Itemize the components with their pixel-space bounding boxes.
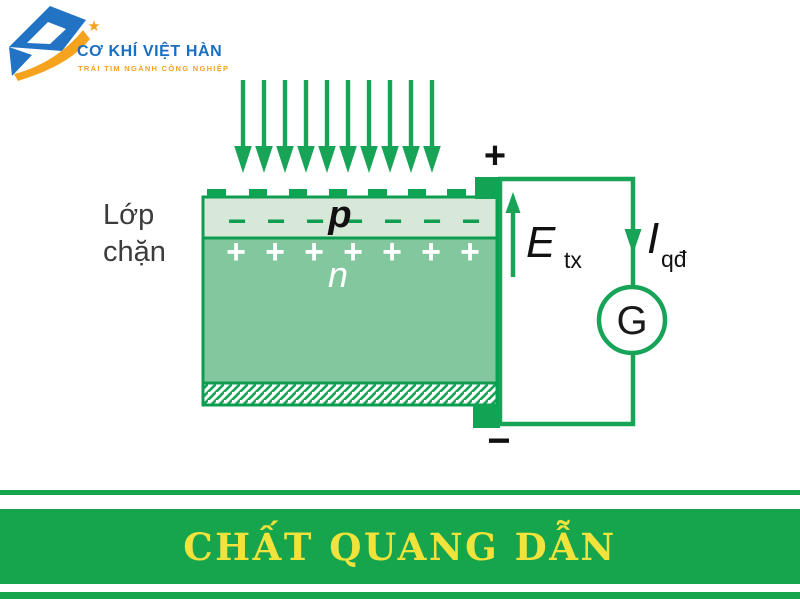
blocking-layer-label-line1: Lớp [103,199,154,231]
n-layer-charges: + + + + + + + [226,233,480,271]
svg-text:−: − [228,203,247,239]
svg-text:−: − [306,203,325,239]
bottom-electrode [473,404,500,428]
light-ray-arrow-icon [276,80,294,173]
svg-text:−: − [267,203,286,239]
light-ray-arrow-icon [402,80,420,173]
p-layer-label: p [327,194,351,236]
banner: CHẤT QUANG DẪN [0,509,800,584]
current-subscript: qđ [661,246,687,272]
light-ray-arrow-icon [318,80,336,173]
brand-logo: ★ CƠ KHÍ VIỆT HÀN TRÁI TIM NGÀNH CÔNG NG… [6,3,236,81]
photoconductor-diagram: − − − − − − − + + + + + + + p n Lớp chặn… [103,80,687,463]
svg-text:+: + [460,233,480,271]
svg-text:+: + [265,233,285,271]
n-layer [201,236,499,385]
blocking-layer-label-line2: chặn [103,236,166,268]
banner-divider-bottom [0,592,800,599]
light-ray-arrow-icon [339,80,357,173]
galvanometer: G [596,284,668,356]
svg-text:−: − [462,203,481,239]
brand-logo-icon: ★ [9,6,101,81]
current-symbol: I [647,214,659,263]
light-ray-arrow-icon [297,80,315,173]
banner-title: CHẤT QUANG DẪN [183,524,617,569]
svg-text:+: + [304,233,324,271]
positive-terminal-label: + [484,135,506,177]
top-contact-tabs [207,189,466,197]
svg-text:+: + [343,233,363,271]
top-electrode [475,177,500,199]
logo-star-icon: ★ [87,18,100,35]
emf-arrow-icon [505,192,521,277]
emf-subscript: tx [564,247,582,273]
light-ray-arrow-icon [381,80,399,173]
logo-blue-shape [9,6,86,51]
n-layer-label: n [328,254,348,295]
light-ray-arrow-icon [234,80,252,173]
svg-text:−: − [384,203,403,239]
light-ray-arrow-icon [423,80,441,173]
logo-blue-wedge [9,47,32,76]
light-ray-arrow-icon [360,80,378,173]
svg-text:−: − [423,203,442,239]
p-layer-charges: − − − − − − − [228,203,481,239]
light-ray-arrow-icon [255,80,273,173]
banner-divider-top [0,490,800,495]
emf-symbol: E [526,218,556,267]
svg-text:+: + [421,233,441,271]
light-rays-group [234,80,441,173]
svg-text:−: − [345,203,364,239]
hatched-base [201,381,499,407]
galvanometer-label: G [616,299,647,343]
semiconductor-block [201,177,500,428]
negative-terminal-label: − [487,419,510,463]
svg-text:+: + [226,233,246,271]
brand-tagline: TRÁI TIM NGÀNH CÔNG NGHIỆP [78,64,230,73]
current-arrow-icon [624,229,642,254]
svg-text:+: + [382,233,402,271]
logo-orange-swoosh [14,30,90,81]
brand-title: CƠ KHÍ VIỆT HÀN [77,43,223,60]
